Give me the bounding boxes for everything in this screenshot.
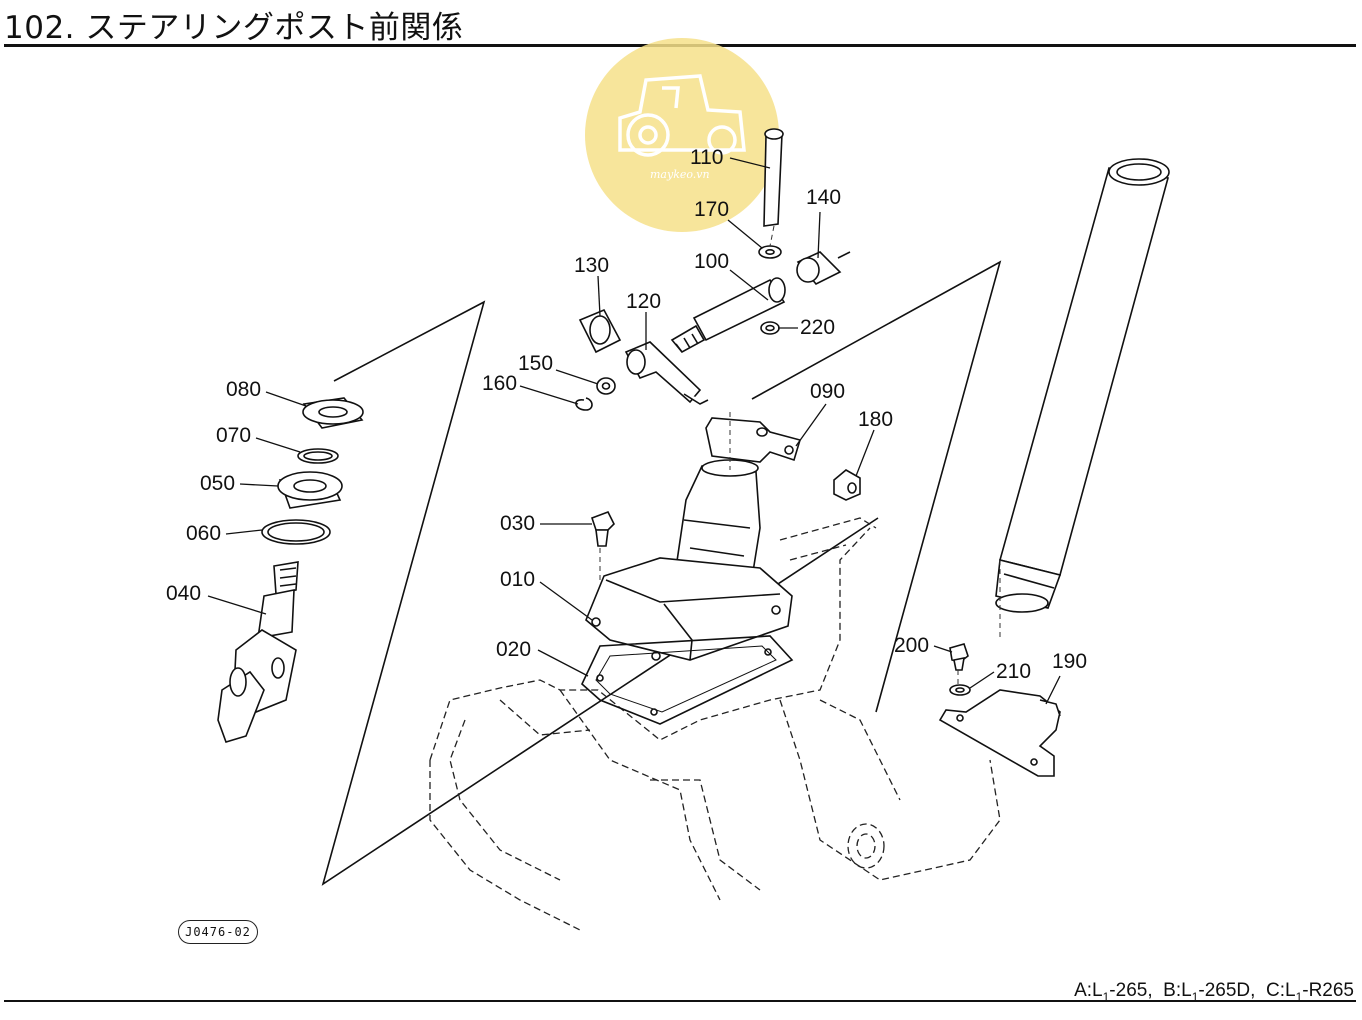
part-040-universal-joint <box>217 561 299 743</box>
callout-080: 080 <box>226 378 261 401</box>
callout-220: 220 <box>800 316 835 339</box>
footer-rule <box>4 1000 1356 1002</box>
part-020-gasket <box>581 635 794 725</box>
callout-140: 140 <box>806 186 841 209</box>
callout-170: 170 <box>694 198 729 221</box>
watermark-text: maykeo.vn <box>650 168 710 181</box>
applicable-models: A:L1-265, B:L1-265D, C:L1-R265 <box>1074 980 1354 1004</box>
part-170-washer <box>758 245 782 259</box>
part-130-bushing <box>578 308 622 354</box>
drawing-code-badge: J0476-02 <box>178 920 258 944</box>
model-a: A:L1-265, <box>1074 980 1153 1004</box>
callout-090: 090 <box>810 380 845 403</box>
callout-130: 130 <box>574 254 609 277</box>
callout-210: 210 <box>996 660 1031 683</box>
leader-lines <box>207 157 1061 705</box>
callout-200: 200 <box>894 634 929 657</box>
part-050-bearing <box>277 471 343 509</box>
callout-110: 110 <box>690 146 723 169</box>
callout-020: 020 <box>496 638 531 661</box>
alignment-lines <box>599 225 1001 686</box>
callout-100: 100 <box>694 250 729 273</box>
page-title: 102. ステアリングポスト前関係 <box>4 10 464 46</box>
part-callouts: 110 170 140 100 130 120 220 150 160 090 … <box>166 146 1087 683</box>
part-140-collar <box>796 251 851 286</box>
part-110-pin <box>763 128 784 227</box>
callout-070: 070 <box>216 424 251 447</box>
part-200-bolt <box>949 643 969 671</box>
part-160-clip <box>575 397 593 411</box>
callout-180: 180 <box>858 408 893 431</box>
part-080-bearing <box>302 397 364 429</box>
callout-160: 160 <box>482 372 517 395</box>
transmission-case <box>429 517 1001 931</box>
part-180-nut <box>833 469 861 501</box>
part-210-washer <box>949 684 971 696</box>
callout-040: 040 <box>166 582 201 605</box>
callout-190: 190 <box>1052 650 1087 673</box>
part-030-bolt <box>590 510 615 547</box>
callout-010: 010 <box>500 568 535 591</box>
part-090-clamp <box>705 417 802 463</box>
model-b: B:L1-265D, <box>1163 980 1256 1004</box>
steering-column-tube <box>995 158 1170 613</box>
callout-030: 030 <box>500 512 535 535</box>
callout-120: 120 <box>626 290 661 313</box>
callout-150: 150 <box>518 352 553 375</box>
watermark-logo: maykeo.vn <box>585 38 779 232</box>
part-150-washer <box>596 377 616 395</box>
part-120-arm <box>624 341 709 405</box>
part-190-plate <box>938 689 1061 777</box>
callout-060: 060 <box>186 522 221 545</box>
callout-050: 050 <box>200 472 235 495</box>
part-070-snap-ring <box>297 448 339 464</box>
model-c: C:L1-R265 <box>1265 980 1354 1004</box>
part-060-snap-ring <box>261 519 331 545</box>
part-100-shaft <box>670 277 786 354</box>
part-010-cover <box>585 557 793 661</box>
part-220-nut <box>760 321 780 335</box>
